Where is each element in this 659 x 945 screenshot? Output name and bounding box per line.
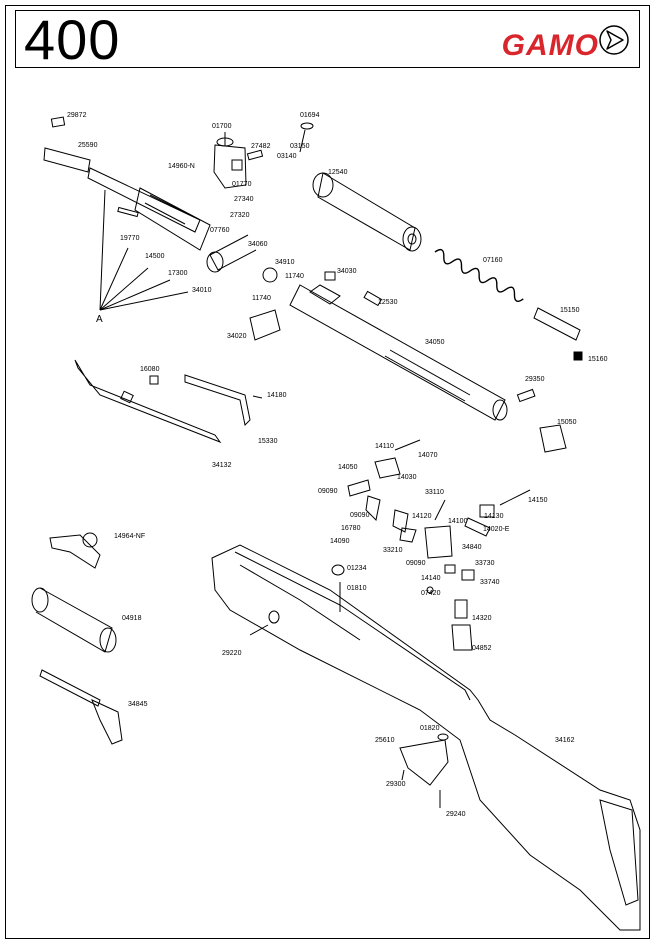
barrel-assembly xyxy=(43,116,211,251)
part-label: 01694 xyxy=(300,112,320,119)
part-label: 12540 xyxy=(328,169,348,176)
part-label: 27340 xyxy=(234,196,254,203)
part-label: 33730 xyxy=(475,560,495,567)
part-label: 27320 xyxy=(230,212,250,219)
part-label: 14020-E xyxy=(483,526,510,533)
part-label: 01234 xyxy=(347,565,367,572)
part-label: 14120 xyxy=(412,513,432,520)
callout-a-label: A xyxy=(96,314,103,325)
part-label: 07760 xyxy=(210,227,230,234)
part-label: 27482 xyxy=(251,143,271,150)
cocking-lever xyxy=(74,359,222,444)
trigger-group xyxy=(347,439,531,559)
part-label: 04918 xyxy=(122,615,142,622)
cocking-link xyxy=(184,374,263,427)
compression-cylinder xyxy=(206,172,422,273)
part-label: 14180 xyxy=(267,392,287,399)
part-label: 07160 xyxy=(483,257,503,264)
receiver-tube xyxy=(249,267,567,453)
part-label: 14050 xyxy=(338,464,358,471)
part-label: 09090 xyxy=(406,560,426,567)
rear-sight xyxy=(213,122,314,189)
rifle-stock xyxy=(211,544,641,931)
part-label: 07420 xyxy=(421,590,441,597)
part-label: 34050 xyxy=(425,339,445,346)
part-label: 34845 xyxy=(128,701,148,708)
part-label: 29300 xyxy=(386,781,406,788)
part-label: 09090 xyxy=(350,512,370,519)
part-label: 14030 xyxy=(397,474,417,481)
part-label: 15330 xyxy=(258,438,278,445)
page-frame xyxy=(5,5,650,939)
part-label: 15050 xyxy=(557,419,577,426)
part-label: 01810 xyxy=(347,585,367,592)
part-label: 12530 xyxy=(378,299,398,306)
silencer-tube xyxy=(31,587,117,653)
part-label: 33110 xyxy=(425,489,444,496)
part-label: 34010 xyxy=(192,287,212,294)
chevron-circle-logo-icon xyxy=(599,25,629,55)
part-label: 34030 xyxy=(337,268,357,275)
part-label: 16780 xyxy=(341,525,361,532)
part-label: 14110 xyxy=(375,443,394,450)
part-label: 14090 xyxy=(330,538,350,545)
part-label: 29220 xyxy=(222,650,242,657)
mainspring xyxy=(434,248,524,303)
part-label: 14150 xyxy=(528,497,548,504)
part-label: 34840 xyxy=(462,544,482,551)
part-label: 15160 xyxy=(588,356,608,363)
part-label: 04852 xyxy=(472,645,492,652)
part-label: 14964-NF xyxy=(114,533,145,540)
part-label: 01700 xyxy=(212,123,232,130)
part-label: 14140 xyxy=(421,575,441,582)
part-label: 01770 xyxy=(232,181,252,188)
part-label: 14320 xyxy=(472,615,492,622)
part-label: 11740 xyxy=(252,295,271,302)
safety-assembly xyxy=(49,532,101,569)
header: 400 GAMO xyxy=(15,8,640,71)
part-labels: 29872 25590 01700 01694 27482 03150 0314… xyxy=(67,112,608,818)
part-label: 16080 xyxy=(140,366,160,373)
brand-logo-text: GAMO xyxy=(501,29,599,62)
part-label: 34020 xyxy=(227,333,247,340)
part-label: 34060 xyxy=(248,241,268,248)
model-number: 400 xyxy=(24,8,121,71)
part-label: 14070 xyxy=(418,452,438,459)
part-label: 34162 xyxy=(555,737,575,744)
part-label: 19770 xyxy=(120,235,140,242)
part-label: 29872 xyxy=(67,112,87,119)
part-label: 11740 xyxy=(285,273,304,280)
part-label: 17300 xyxy=(168,270,188,277)
spring-guide xyxy=(533,307,583,361)
part-label: 29240 xyxy=(446,811,466,818)
trigger-guard xyxy=(399,733,449,808)
part-label: 25610 xyxy=(375,737,395,744)
small-parts xyxy=(331,564,475,651)
part-label: 14100 xyxy=(448,518,468,525)
part-label: 09090 xyxy=(318,488,338,495)
trigger-assembly xyxy=(39,669,123,745)
part-label: 33740 xyxy=(480,579,500,586)
callout-leaders xyxy=(99,189,189,311)
part-label: 33210 xyxy=(383,547,403,554)
part-label: 25590 xyxy=(78,142,98,149)
part-label: 34132 xyxy=(212,462,232,469)
part-label: 14960-N xyxy=(168,163,195,170)
part-label: 14130 xyxy=(484,513,504,520)
part-label: 34910 xyxy=(275,259,295,266)
part-label: 03150 xyxy=(290,143,310,150)
part-label: 14500 xyxy=(145,253,165,260)
part-label: 15150 xyxy=(560,307,580,314)
part-label: 29350 xyxy=(525,376,545,383)
part-label: 01820 xyxy=(420,725,440,732)
part-label: 03140 xyxy=(277,153,297,160)
